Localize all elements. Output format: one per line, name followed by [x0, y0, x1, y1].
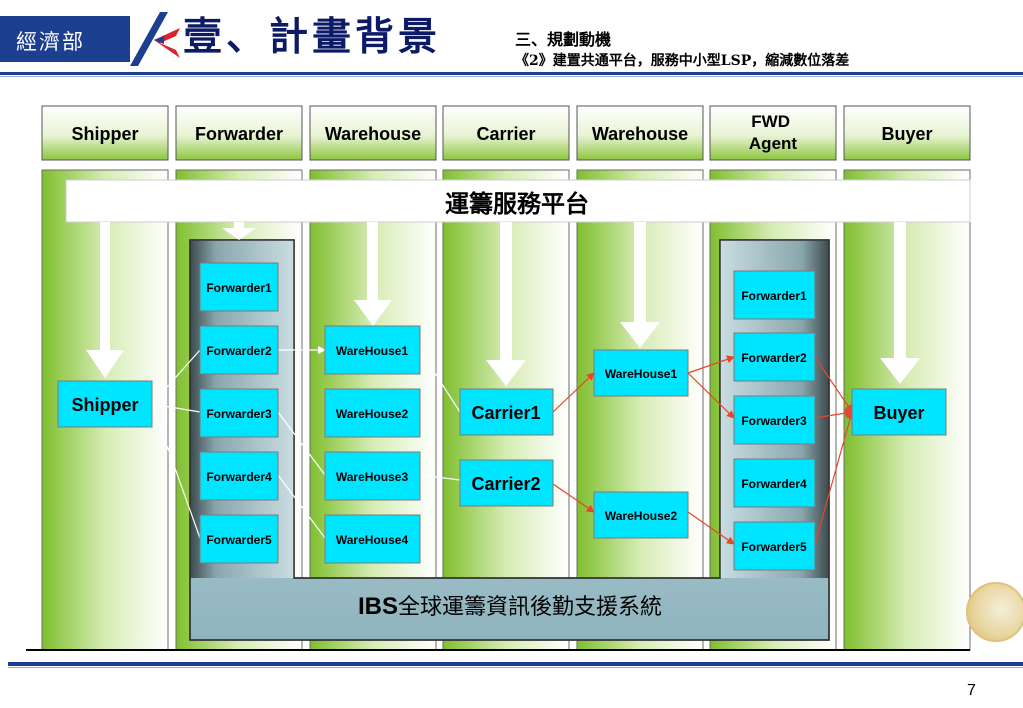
platform-label: 運籌服務平台 [445, 189, 589, 218]
node-forwarder-right-5: Forwarder5 [741, 540, 807, 554]
footer-divider-thin [8, 667, 1023, 668]
column-headers: Shipper Forwarder Warehouse Carrier Ware… [41, 105, 971, 161]
column-header-buyer: Buyer [881, 124, 932, 144]
section-subtitle: 三、規劃動機 [515, 30, 612, 49]
header-divider-thin [0, 76, 1023, 77]
node-forwarder-right-2: Forwarder2 [741, 351, 807, 365]
node-warehouse-right-2: WareHouse2 [605, 509, 678, 523]
ministry-logo-block [0, 16, 130, 62]
node-forwarder-right-1: Forwarder1 [741, 289, 807, 303]
node-labels: Shipper Forwarder1 Forwarder2 Forwarder3… [71, 281, 924, 554]
column-header-warehouse: Warehouse [325, 124, 421, 144]
node-forwarder-left-3: Forwarder3 [206, 407, 272, 421]
column-header-warehouse-2: Warehouse [592, 124, 688, 144]
down-arrows [86, 222, 920, 386]
ministry-seal-icon [966, 582, 1023, 642]
section-description: 《2》建置共通平台，服務中小型LSP，縮減數位落差 [515, 53, 850, 69]
node-forwarder-left-2: Forwarder2 [206, 344, 272, 358]
node-shipper: Shipper [71, 395, 138, 415]
nodes [57, 262, 947, 571]
node-warehouse-right-1: WareHouse1 [605, 367, 678, 381]
header-divider [0, 72, 1023, 75]
page-title: 壹、計畫背景 [183, 14, 442, 60]
connectors-red [552, 355, 854, 545]
ministry-logo-text: 經濟部 [16, 30, 85, 54]
node-carrier-1: Carrier1 [471, 403, 540, 423]
column-header-fwd-agent: FWD Agent [749, 112, 798, 153]
node-forwarder-left-5: Forwarder5 [206, 533, 272, 547]
connectors-white [151, 346, 461, 539]
node-warehouse-left-3: WareHouse3 [336, 470, 409, 484]
column-header-shipper: Shipper [71, 124, 138, 144]
node-warehouse-left-4: WareHouse4 [336, 533, 409, 547]
node-carrier-2: Carrier2 [471, 474, 540, 494]
node-forwarder-right-4: Forwarder4 [741, 477, 807, 491]
node-forwarder-left-1: Forwarder1 [206, 281, 272, 295]
column-header-carrier: Carrier [476, 124, 535, 144]
node-warehouse-left-1: WareHouse1 [336, 344, 409, 358]
footer-divider [8, 662, 1023, 666]
node-warehouse-left-2: WareHouse2 [336, 407, 409, 421]
platform-bar: 運籌服務平台 [65, 179, 971, 223]
node-forwarder-left-4: Forwarder4 [206, 470, 272, 484]
node-buyer: Buyer [873, 403, 924, 423]
ministry-emblem-icon [130, 12, 180, 66]
page-number: 7 [967, 682, 976, 699]
node-forwarder-right-3: Forwarder3 [741, 414, 807, 428]
column-header-forwarder: Forwarder [195, 124, 283, 144]
ibs-label: IBS全球運籌資訊後勤支援系統 [358, 593, 662, 620]
header-band: 經濟部 壹、計畫背景 三、規劃動機 《2》建置共通平台，服務中小型LSP，縮減數… [0, 0, 1023, 69]
